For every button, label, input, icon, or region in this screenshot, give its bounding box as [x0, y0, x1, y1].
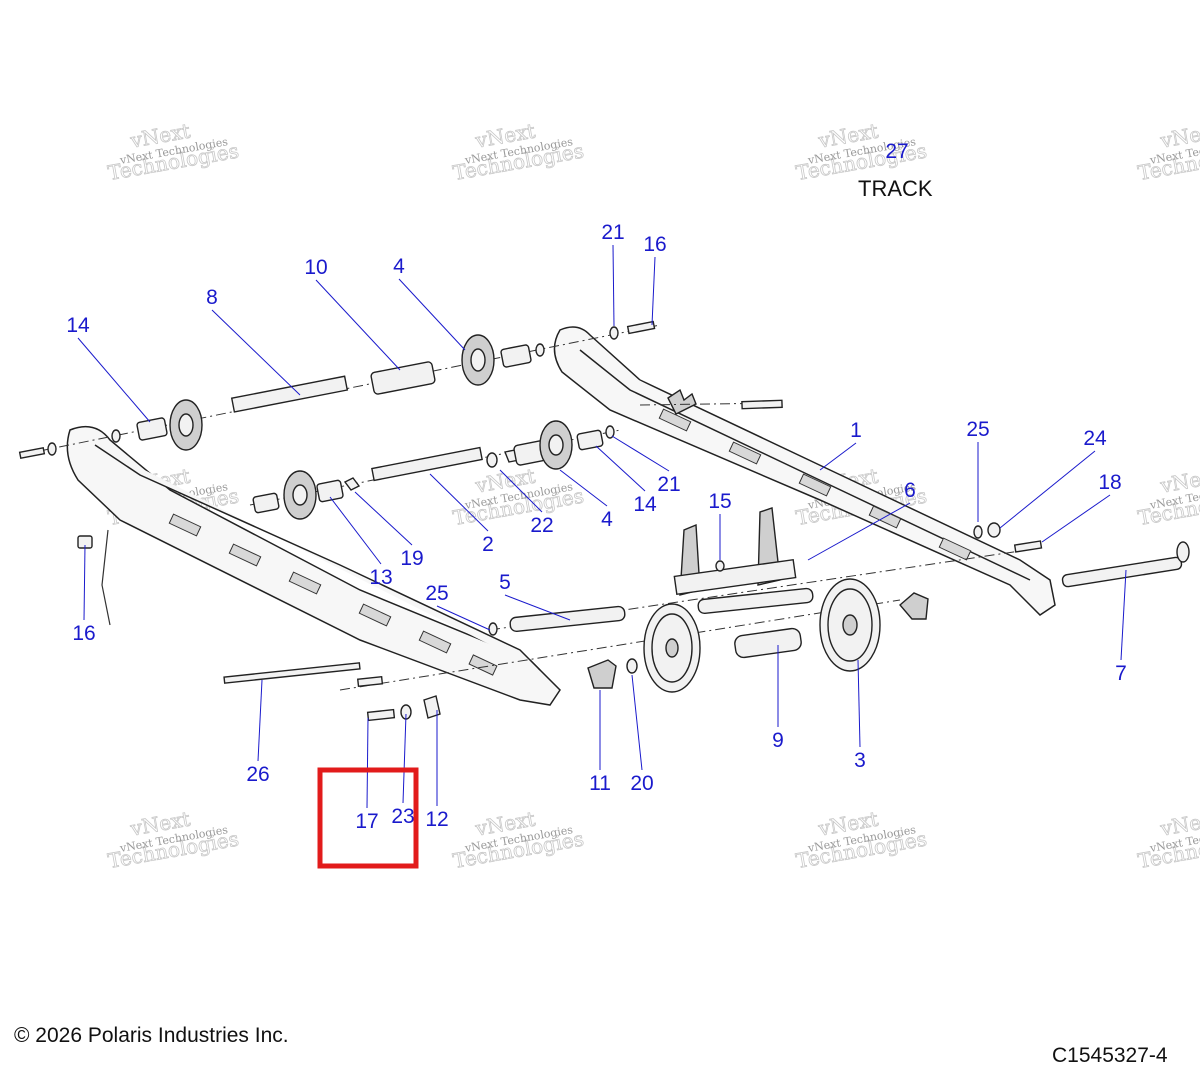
leader-c17 [366, 717, 369, 809]
idler-wheels [643, 578, 929, 693]
leader-c7 [1120, 569, 1127, 661]
drawing-number: C1545327-4 [1052, 1044, 1168, 1067]
callout-c1: 1 [850, 419, 862, 442]
callout-c8: 8 [206, 286, 218, 309]
leader-c8 [211, 309, 301, 396]
leader-c14a [77, 337, 151, 423]
callout-c19: 19 [400, 547, 423, 570]
callout-c27: 27 [885, 140, 908, 163]
leader-c3 [857, 659, 861, 748]
callout-c22: 22 [530, 514, 553, 537]
fasteners [77, 399, 1190, 722]
leader-c16b [83, 544, 86, 621]
callout-c4a: 4 [393, 255, 405, 278]
callout-c25a: 25 [966, 418, 989, 441]
upper-axle-assembly [18, 320, 656, 460]
middle-axle-assembly [252, 420, 615, 520]
shock-mount-bracket [673, 507, 797, 596]
callout-c14b: 14 [633, 493, 657, 516]
callout-c25b: 25 [425, 582, 448, 605]
callout-c9: 9 [772, 729, 784, 752]
leader-c18 [1041, 494, 1111, 543]
highlight-box [317, 767, 419, 869]
leader-c16a [651, 256, 656, 326]
callout-c26: 26 [246, 763, 269, 786]
callout-c16b: 16 [72, 622, 95, 645]
copyright-text: © 2026 Polaris Industries Inc. [14, 1024, 289, 1047]
callout-c7: 7 [1115, 662, 1127, 685]
callout-c2: 2 [482, 533, 494, 556]
lower-tubes [509, 587, 814, 659]
callout-c24: 24 [1083, 427, 1107, 450]
callout-c17: 17 [355, 810, 378, 833]
leader-c1 [819, 442, 857, 471]
callout-c21b: 21 [657, 473, 680, 496]
leader-c5 [504, 594, 571, 621]
callout-c10: 10 [304, 256, 327, 279]
leader-c6 [807, 502, 911, 561]
callout-c6: 6 [904, 479, 916, 502]
callout-c21a: 21 [601, 221, 624, 244]
leader-c10 [315, 279, 401, 371]
callout-c13: 13 [369, 566, 392, 589]
callout-c4b: 4 [601, 508, 613, 531]
callout-c12: 12 [425, 808, 448, 831]
leader-c22 [499, 469, 543, 513]
leader-c20 [631, 674, 643, 771]
leader-c19 [354, 491, 413, 546]
callout-c23: 23 [391, 805, 414, 828]
callout-c3: 3 [854, 749, 866, 772]
leader-c14b [595, 445, 646, 492]
leader-c2 [429, 473, 489, 532]
callout-c14a: 14 [66, 314, 90, 337]
leader-c23 [402, 713, 407, 804]
leader-c26 [257, 679, 263, 762]
callout-c5: 5 [499, 571, 511, 594]
leader-c25b [436, 605, 491, 631]
leader-lines [77, 244, 1127, 809]
leader-c4b [559, 469, 608, 507]
right-rail [553, 326, 1056, 616]
track-note: TRACK [858, 176, 933, 201]
callout-c18: 18 [1098, 471, 1121, 494]
left-rail [66, 425, 561, 706]
leader-c21b [611, 435, 670, 472]
callout-c16a: 16 [643, 233, 666, 256]
leader-c13 [329, 496, 382, 565]
leader-c4a [398, 278, 466, 351]
leader-c24 [999, 450, 1096, 529]
callout-c11: 11 [589, 772, 611, 795]
leader-c21a [612, 244, 615, 327]
callout-c20: 20 [630, 772, 653, 795]
callout-c15: 15 [708, 490, 731, 513]
